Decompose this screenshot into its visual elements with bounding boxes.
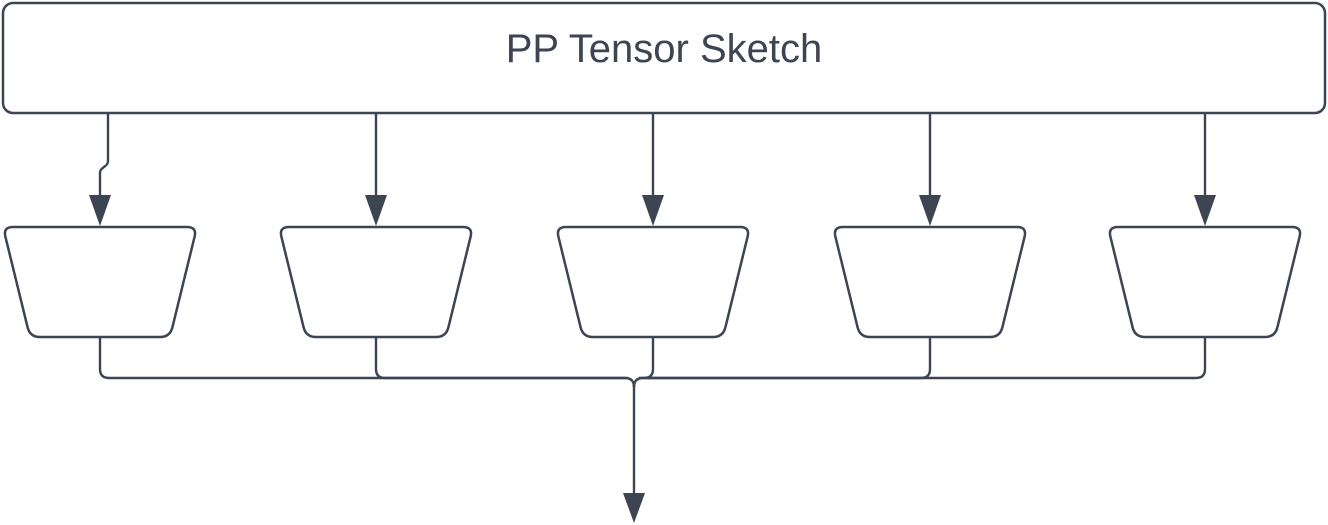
edge-trapezoid-4-to-merge	[632, 337, 932, 388]
arrowhead-trapezoid-4	[919, 195, 941, 226]
arrowhead-trapezoid-2	[365, 195, 387, 226]
arrowhead-output	[623, 493, 645, 523]
trapezoid-node-1	[3, 225, 197, 339]
node-fills	[1, 1, 1327, 339]
edge-trapezoid-1-to-merge	[98, 337, 636, 388]
trapezoid-node-3	[556, 225, 750, 339]
trapezoid-node-5	[1108, 225, 1302, 339]
edge-trapezoid-3-to-merge	[639, 337, 655, 380]
arrowhead-trapezoid-1	[89, 195, 111, 226]
edge-root-to-trapezoid-1	[98, 112, 110, 197]
trapezoid-node-4	[833, 225, 1027, 339]
arrowheads	[89, 195, 1216, 523]
root-node-label: PP Tensor Sketch	[506, 27, 822, 71]
arrowhead-trapezoid-5	[1194, 195, 1216, 226]
trapezoid-node-2	[279, 225, 473, 339]
edge-lines	[98, 112, 1207, 495]
arrowhead-trapezoid-3	[642, 195, 664, 226]
node-shapes	[1, 1, 1327, 339]
edge-trapezoid-5-to-merge	[645, 337, 1207, 380]
root-node	[1, 1, 1327, 115]
edge-trapezoid-2-to-merge	[374, 337, 628, 380]
